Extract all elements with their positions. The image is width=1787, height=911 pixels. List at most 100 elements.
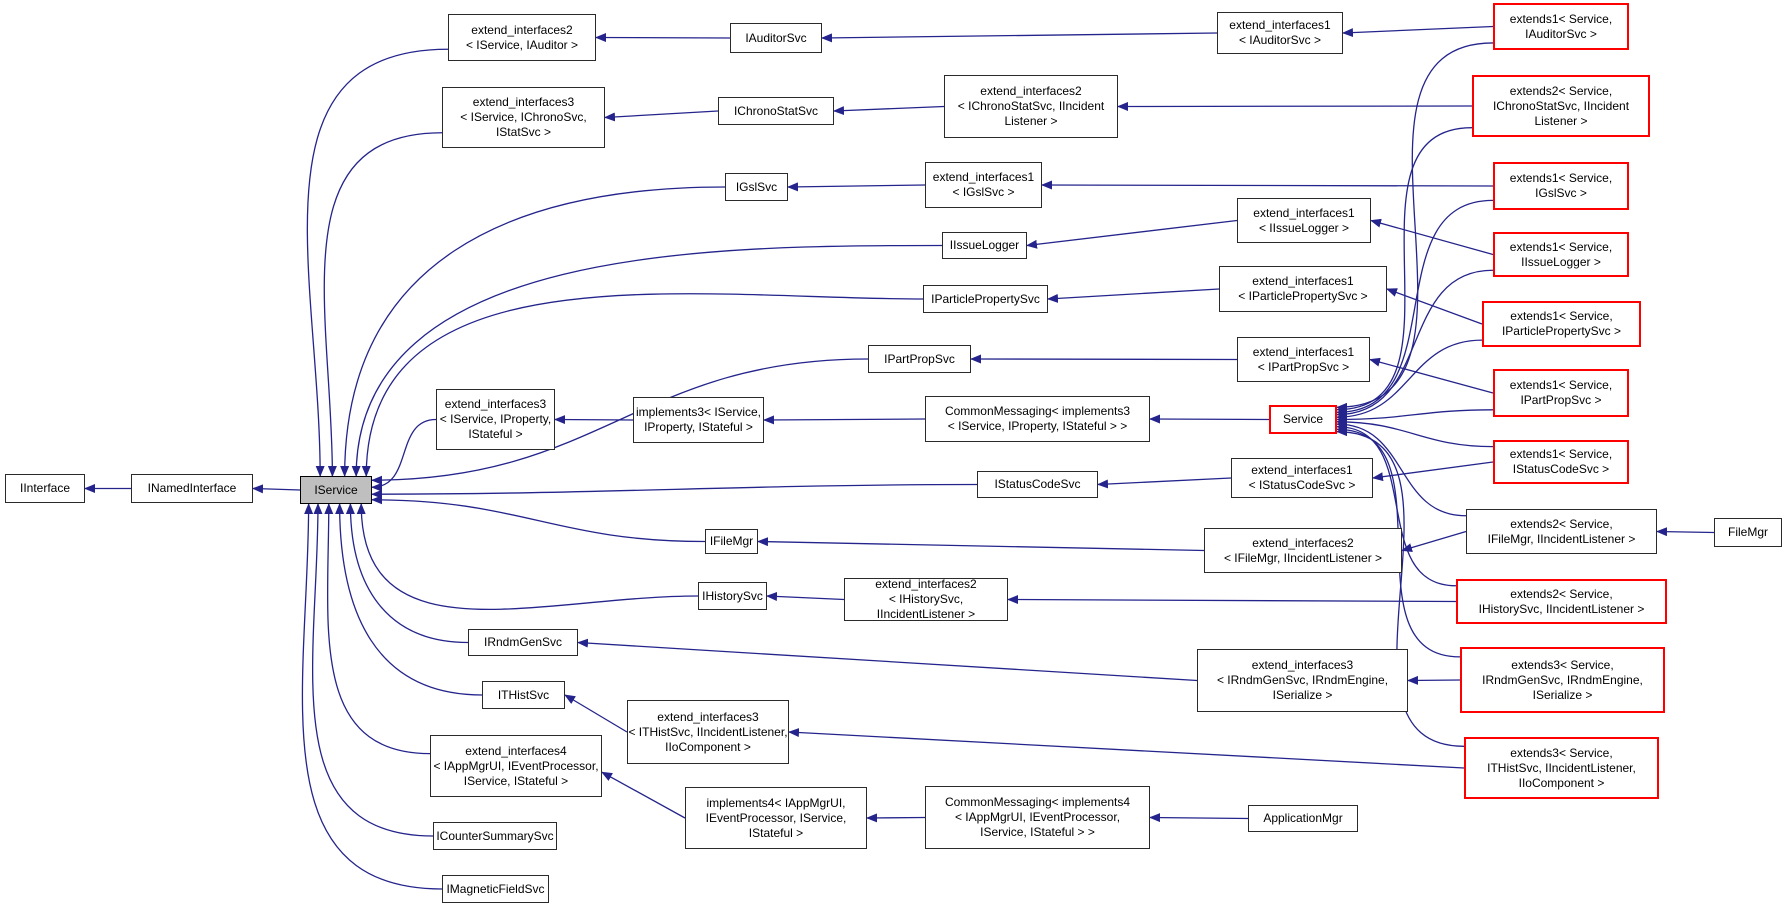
node-ei2_ihistory[interactable]: extend_interfaces2 < IHistorySvc, IIncid… — [844, 577, 1008, 621]
edge-ifilemgr-to-iservice — [371, 495, 706, 543]
node-ei3_irndm[interactable]: extend_interfaces3 < IRndmGenSvc, IRndmE… — [1197, 649, 1408, 712]
node-ipartpropsvc[interactable]: IPartPropSvc — [868, 345, 971, 373]
edge-ichronostatsvc-to-ei3_chrono — [604, 110, 719, 122]
edge-ei4_appmgr-to-iservice — [324, 503, 431, 755]
node-irndmgensvc[interactable]: IRndmGenSvc — [468, 629, 578, 656]
edge-implements3-to-ei3_prop — [554, 415, 634, 425]
edge-ithistsvc-to-iservice — [335, 503, 483, 696]
node-implements3[interactable]: implements3< IService, IProperty, IState… — [633, 397, 764, 443]
edge-ei3_ithist-to-ithistsvc — [564, 694, 628, 733]
node-ichronostatsvc[interactable]: IChronoStatSvc — [718, 97, 834, 125]
edge-x2_history-to-ei2_ihistory — [1007, 595, 1457, 605]
node-cm4[interactable]: CommonMessaging< implements4 < IAppMgrUI… — [925, 786, 1150, 849]
node-x2_history[interactable]: extends2< Service, IHistorySvc, IInciden… — [1456, 579, 1667, 624]
node-iauditorsvc[interactable]: IAuditorSvc — [730, 23, 822, 53]
edge-igslsvc-to-iservice — [340, 186, 726, 477]
node-cm3[interactable]: CommonMessaging< implements3 < IService,… — [925, 396, 1150, 442]
edge-filemgr-to-x2_filemgr — [1656, 527, 1715, 537]
node-filemgr[interactable]: FileMgr — [1714, 518, 1782, 547]
edge-x2_filemgr-to-ei2_ifilemgr — [1401, 530, 1467, 552]
node-service[interactable]: Service — [1269, 405, 1337, 434]
edge-ei2_auditor-to-iservice — [306, 48, 449, 477]
edge-imagneticfieldsvc-to-iservice — [301, 503, 443, 890]
node-iissuelogger[interactable]: IIssueLogger — [942, 232, 1027, 259]
edge-iparticlepropertysvc-to-iservice — [361, 293, 924, 477]
node-ifilemgr[interactable]: IFileMgr — [705, 529, 758, 554]
edge-x2_filemgr-to-service — [1336, 419, 1467, 517]
edge-irndmgensvc-to-iservice — [345, 503, 469, 644]
edge-x3_rndm-to-ei3_irndm — [1407, 675, 1461, 685]
edge-x1_gsl-to-service — [1336, 199, 1494, 417]
edge-ei3_prop-to-iservice — [371, 418, 437, 492]
edge-x1_issue-to-service — [1336, 269, 1494, 420]
edge-ihistorysvc-to-iservice — [356, 503, 699, 610]
edge-ei2_chronoincident-to-ichronostatsvc — [833, 105, 945, 116]
node-iservice[interactable]: IService — [300, 476, 372, 504]
node-ei1_istatuscode[interactable]: extend_interfaces1 < IStatusCodeSvc > — [1231, 458, 1373, 498]
edge-ei1_iparticleprop-to-iparticlepropertysvc — [1047, 288, 1220, 303]
edge-ei2_ifilemgr-to-ifilemgr — [757, 537, 1205, 552]
edge-x1_issue-to-ei1_iissuelogger — [1370, 218, 1494, 256]
edge-iservice-to-inamedinterface — [252, 484, 301, 494]
edge-x1_auditor-to-ei1_auditorsvc — [1342, 25, 1494, 38]
edge-ei2_ihistory-to-ihistorysvc — [766, 591, 845, 601]
node-x2_chrono[interactable]: extends2< Service, IChronoStatSvc, IInci… — [1472, 75, 1650, 137]
node-inamedinterface[interactable]: INamedInterface — [131, 474, 253, 503]
edge-cm4-to-implements4 — [866, 813, 926, 823]
node-x2_filemgr[interactable]: extends2< Service, IFileMgr, IIncidentLi… — [1466, 509, 1657, 554]
edge-x1_particle-to-service — [1336, 339, 1483, 422]
node-ihistorysvc[interactable]: IHistorySvc — [698, 582, 767, 610]
edge-ei1_istatuscode-to-istatuscodesvc — [1097, 477, 1232, 489]
node-ei1_igslsvc[interactable]: extend_interfaces1 < IGslSvc > — [925, 162, 1042, 208]
node-implements4[interactable]: implements4< IAppMgrUI, IEventProcessor,… — [685, 787, 867, 849]
node-x1_partprop[interactable]: extends1< Service, IPartPropSvc > — [1493, 369, 1629, 417]
node-x1_gsl[interactable]: extends1< Service, IGslSvc > — [1493, 162, 1629, 210]
edge-ei1_auditorsvc-to-iauditorsvc — [821, 32, 1218, 43]
node-icountersummarysvc[interactable]: ICounterSummarySvc — [433, 822, 557, 850]
node-ei3_prop[interactable]: extend_interfaces3 < IService, IProperty… — [436, 389, 555, 450]
node-x3_rndm[interactable]: extends3< Service, IRndmGenSvc, IRndmEng… — [1460, 647, 1665, 713]
edge-cm3-to-implements3 — [763, 415, 926, 425]
node-ei1_iparticleprop[interactable]: extend_interfaces1 < IParticlePropertySv… — [1219, 266, 1387, 312]
edge-ei1_ipartprop-to-ipartpropsvc — [970, 354, 1238, 364]
node-imagneticfieldsvc[interactable]: IMagneticFieldSvc — [442, 875, 549, 903]
node-ei1_auditorsvc[interactable]: extend_interfaces1 < IAuditorSvc > — [1217, 12, 1343, 54]
node-x1_particle[interactable]: extends1< Service, IParticlePropertySvc … — [1482, 301, 1641, 347]
node-x1_auditor[interactable]: extends1< Service, IAuditorSvc > — [1493, 3, 1629, 50]
edge-applicationmgr-to-cm4 — [1149, 813, 1249, 823]
node-iparticlepropertysvc[interactable]: IParticlePropertySvc — [923, 285, 1048, 313]
node-x1_issue[interactable]: extends1< Service, IIssueLogger > — [1493, 232, 1629, 277]
edge-x1_partprop-to-ei1_ipartprop — [1369, 357, 1494, 394]
edge-x3_thist-to-service — [1336, 427, 1465, 747]
node-ei3_chrono[interactable]: extend_interfaces3 < IService, IChronoSv… — [442, 87, 605, 148]
edge-x2_chrono-to-service — [1336, 127, 1473, 415]
node-ei2_ifilemgr[interactable]: extend_interfaces2 < IFileMgr, IIncident… — [1204, 528, 1402, 573]
edge-ei3_chrono-to-iservice — [323, 132, 443, 477]
node-iinterface[interactable]: IInterface — [5, 474, 85, 503]
node-ei1_iissuelogger[interactable]: extend_interfaces1 < IIssueLogger > — [1237, 198, 1371, 243]
edge-service-to-cm3 — [1149, 414, 1270, 424]
node-ei4_appmgr[interactable]: extend_interfaces4 < IAppMgrUI, IEventPr… — [430, 735, 602, 797]
node-igslsvc[interactable]: IGslSvc — [725, 173, 788, 201]
node-ei3_ithist[interactable]: extend_interfaces3 < ITHistSvc, IInciden… — [627, 700, 789, 764]
edge-iauditorsvc-to-ei2_auditor — [595, 33, 731, 43]
node-applicationmgr[interactable]: ApplicationMgr — [1248, 805, 1358, 832]
node-x3_thist[interactable]: extends3< Service, ITHistSvc, IIncidentL… — [1464, 737, 1659, 799]
edge-x1_status-to-ei1_istatuscode — [1372, 461, 1494, 482]
node-x1_status[interactable]: extends1< Service, IStatusCodeSvc > — [1493, 440, 1629, 484]
edge-x2_chrono-to-ei2_chronoincident — [1117, 101, 1473, 111]
edge-x1_particle-to-ei1_iparticleprop — [1386, 288, 1483, 325]
node-ei2_chronoincident[interactable]: extend_interfaces2 < IChronoStatSvc, IIn… — [944, 75, 1118, 138]
node-ei2_auditor[interactable]: extend_interfaces2 < IService, IAuditor … — [448, 14, 596, 61]
edge-x1_gsl-to-ei1_igslsvc — [1041, 180, 1494, 190]
edge-x1_status-to-service — [1336, 417, 1494, 448]
node-ei1_ipartprop[interactable]: extend_interfaces1 < IPartPropSvc > — [1237, 337, 1370, 382]
edge-implements4-to-ei4_appmgr — [601, 771, 686, 819]
edge-ei3_irndm-to-irndmgensvc — [577, 638, 1198, 682]
edge-x3_thist-to-ei3_ithist — [788, 728, 1465, 769]
node-ithistsvc[interactable]: ITHistSvc — [482, 681, 565, 709]
edge-ei1_iissuelogger-to-iissuelogger — [1026, 219, 1238, 249]
node-istatuscodesvc[interactable]: IStatusCodeSvc — [977, 471, 1098, 498]
